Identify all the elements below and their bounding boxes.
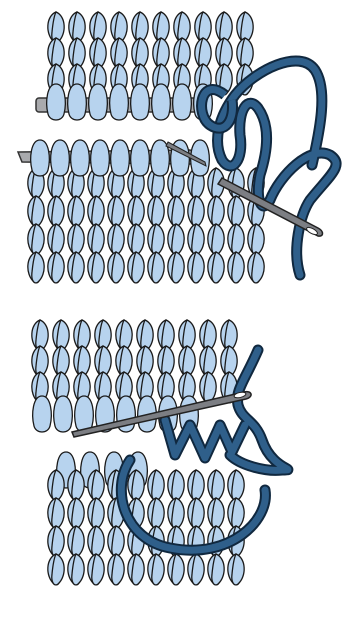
live-loop xyxy=(47,84,66,120)
upper-fabric-top xyxy=(48,12,253,95)
bottom-panel xyxy=(32,320,288,585)
knit-stitch xyxy=(188,554,204,585)
knit-stitch xyxy=(248,252,264,283)
knit-stitch xyxy=(108,196,124,227)
live-loop xyxy=(68,84,87,120)
knit-stitch xyxy=(228,498,244,529)
knit-stitch xyxy=(88,498,104,529)
knit-stitch xyxy=(208,196,224,227)
knit-stitch xyxy=(128,196,144,227)
knit-stitch xyxy=(48,196,64,227)
live-loop xyxy=(33,396,52,432)
knit-stitch xyxy=(168,196,184,227)
knit-stitch xyxy=(148,252,164,283)
knit-stitch xyxy=(68,554,84,585)
knit-stitch xyxy=(228,252,244,283)
knit-stitch xyxy=(188,498,204,529)
knit-stitch xyxy=(68,498,84,529)
live-loop xyxy=(91,140,110,176)
knit-stitch xyxy=(68,252,84,283)
knit-stitch xyxy=(228,196,244,227)
knit-stitch xyxy=(168,470,184,501)
knit-stitch xyxy=(88,224,104,255)
knit-stitch xyxy=(148,470,164,501)
knit-stitch xyxy=(208,470,224,501)
knit-stitch xyxy=(28,196,44,227)
live-loop xyxy=(173,84,192,120)
lower-live-loops-top xyxy=(31,140,210,176)
knit-stitch xyxy=(88,526,104,557)
knit-stitch xyxy=(188,224,204,255)
live-loop xyxy=(31,140,50,176)
knit-stitch xyxy=(128,470,144,501)
knit-stitch xyxy=(188,196,204,227)
knit-stitch xyxy=(208,554,224,585)
knit-stitch xyxy=(128,554,144,585)
live-loop xyxy=(89,84,108,120)
knit-stitch xyxy=(28,224,44,255)
knit-stitch xyxy=(48,470,64,501)
knit-stitch xyxy=(108,252,124,283)
knit-stitch xyxy=(88,554,104,585)
knit-stitch xyxy=(168,224,184,255)
knit-stitch xyxy=(48,224,64,255)
knit-stitch xyxy=(68,224,84,255)
knit-stitch xyxy=(108,554,124,585)
knit-stitch xyxy=(228,224,244,255)
knit-stitch xyxy=(148,498,164,529)
knit-stitch xyxy=(148,224,164,255)
knit-stitch xyxy=(148,554,164,585)
knit-stitch xyxy=(128,224,144,255)
top-panel xyxy=(18,12,336,283)
knit-stitch xyxy=(188,252,204,283)
knit-stitch xyxy=(228,554,244,585)
knit-stitch xyxy=(108,526,124,557)
knit-stitch xyxy=(248,224,264,255)
knit-stitch xyxy=(208,224,224,255)
knit-stitch xyxy=(88,252,104,283)
live-loop xyxy=(110,84,129,120)
knit-stitch xyxy=(48,526,64,557)
live-loop xyxy=(131,84,150,120)
upper-fabric-bottom xyxy=(32,320,237,403)
live-loop xyxy=(51,140,70,176)
knit-stitch xyxy=(128,252,144,283)
knit-stitch xyxy=(28,252,44,283)
knit-stitch xyxy=(208,498,224,529)
live-loop xyxy=(131,140,150,176)
knit-stitch xyxy=(68,196,84,227)
knit-stitch xyxy=(48,252,64,283)
knit-stitch xyxy=(200,372,216,403)
knit-stitch xyxy=(168,498,184,529)
knit-stitch xyxy=(208,252,224,283)
knit-stitch xyxy=(228,470,244,501)
lower-fabric-bottom xyxy=(48,470,244,585)
live-loop xyxy=(71,140,90,176)
live-loop xyxy=(75,396,94,432)
knit-stitch xyxy=(68,470,84,501)
knit-stitch xyxy=(168,554,184,585)
knit-stitch xyxy=(88,196,104,227)
live-loop xyxy=(111,140,130,176)
knit-stitch xyxy=(108,224,124,255)
live-loop xyxy=(54,396,73,432)
knit-stitch xyxy=(48,554,64,585)
knit-stitch xyxy=(188,470,204,501)
knit-stitch xyxy=(88,470,104,501)
knit-stitch xyxy=(68,526,84,557)
knit-stitch xyxy=(148,196,164,227)
live-loop xyxy=(152,84,171,120)
knit-stitch xyxy=(48,498,64,529)
knit-stitch xyxy=(168,252,184,283)
